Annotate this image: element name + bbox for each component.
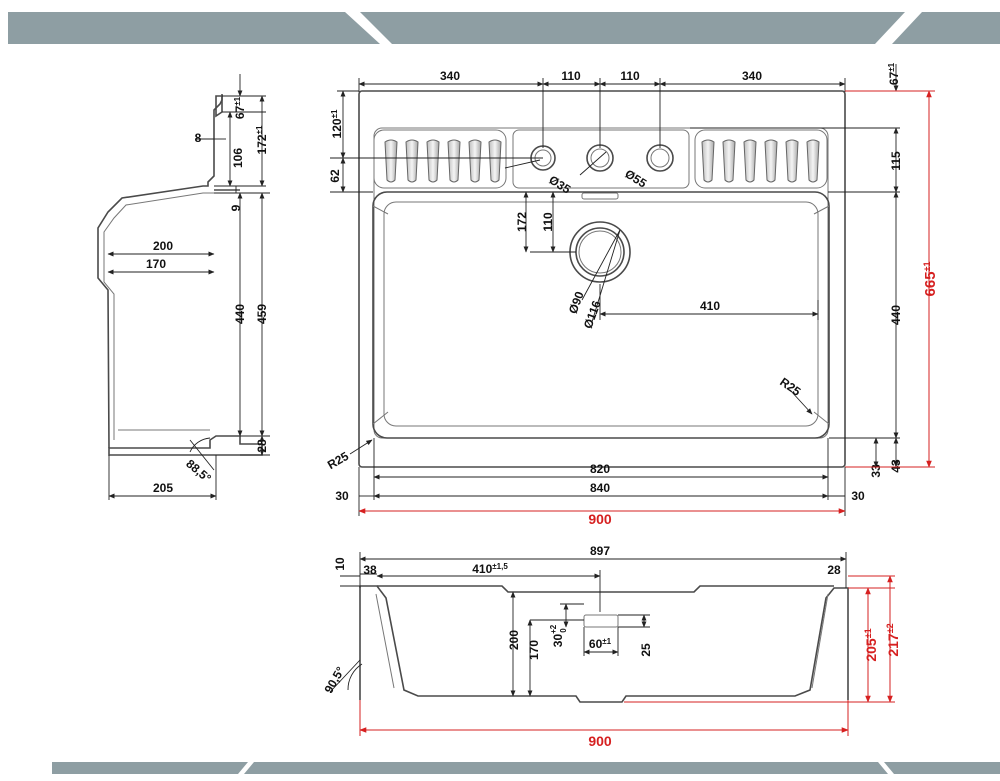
front-dim-217: 217±2 <box>885 623 901 656</box>
dim-120: 120±1 <box>330 109 344 138</box>
dim-33: 33 <box>869 464 883 478</box>
dim-172: 172 <box>515 212 529 232</box>
front-dim-30: 30+20 <box>549 624 568 647</box>
dim-30-right: 30 <box>851 489 865 503</box>
front-dim-205: 205±1 <box>863 628 879 661</box>
front-dim-410: 410±1,5 <box>472 562 508 576</box>
side-dim-459: 459 <box>255 304 269 324</box>
front-dim-897: 897 <box>590 544 610 558</box>
dim-hole-55: Ø55 <box>622 167 649 191</box>
front-dim-38: 38 <box>363 563 377 577</box>
dim-840: 840 <box>590 481 610 495</box>
dim-r25-inner: R25 <box>777 375 803 399</box>
dim-hole-35: Ø35 <box>546 173 573 197</box>
dim-115: 115 <box>889 151 903 171</box>
side-dim-440: 440 <box>233 304 247 324</box>
dim-drain-90: Ø90 <box>566 289 587 315</box>
top-view <box>358 90 846 468</box>
bottom-banner <box>52 762 1000 774</box>
side-view-dimensions: 67±1 8 106 172±1 9 200 170 440 459 28 88… <box>107 74 270 500</box>
dim-665: 665±1 <box>922 262 939 297</box>
dim-110: 110 <box>541 212 555 232</box>
dim-820: 820 <box>590 462 610 476</box>
dim-340-right: 340 <box>742 69 762 83</box>
front-dim-200: 200 <box>507 630 521 650</box>
dim-43: 43 <box>889 459 903 473</box>
front-dim-10: 10 <box>333 557 347 571</box>
front-view <box>359 585 849 703</box>
front-dim-28: 28 <box>827 563 841 577</box>
side-dim-9: 9 <box>229 204 243 211</box>
dim-62: 62 <box>328 169 342 183</box>
right-drainer-ribs <box>694 129 828 189</box>
dim-410-top: 410 <box>700 299 720 313</box>
front-dim-900: 900 <box>588 733 612 749</box>
side-dim-170: 170 <box>146 257 166 271</box>
front-dim-60: 60±1 <box>589 637 612 651</box>
side-dim-172: 172±1 <box>255 125 269 154</box>
top-view-dimensions: 340 110 110 340 120±1 62 Ø35 Ø55 67±1 11… <box>325 62 939 527</box>
dim-900-top: 900 <box>588 511 612 527</box>
dim-110-left: 110 <box>561 69 581 83</box>
dim-67-top: 67±1 <box>887 62 901 85</box>
dim-30-left: 30 <box>335 489 349 503</box>
top-banner <box>8 12 1000 44</box>
front-view-dimensions: 897 10 38 28 410±1,5 200 170 30+20 60±1 … <box>321 544 901 749</box>
dim-440-top: 440 <box>889 305 903 325</box>
side-dim-205: 205 <box>153 481 173 495</box>
side-dim-angle: 88,5° <box>183 457 214 486</box>
side-dim-106: 106 <box>231 148 245 168</box>
dim-110-right: 110 <box>620 69 640 83</box>
dim-340-left: 340 <box>440 69 460 83</box>
side-dim-28: 28 <box>255 439 269 453</box>
front-dim-170: 170 <box>527 640 541 660</box>
front-dim-25: 25 <box>639 643 653 657</box>
side-dim-67: 67±1 <box>233 96 247 119</box>
left-drainer-ribs <box>373 129 507 189</box>
side-dim-8: 8 <box>195 131 202 145</box>
dim-r25-outer: R25 <box>325 449 351 472</box>
side-dim-200: 200 <box>153 239 173 253</box>
front-dim-angle: 90,5° <box>321 664 347 696</box>
